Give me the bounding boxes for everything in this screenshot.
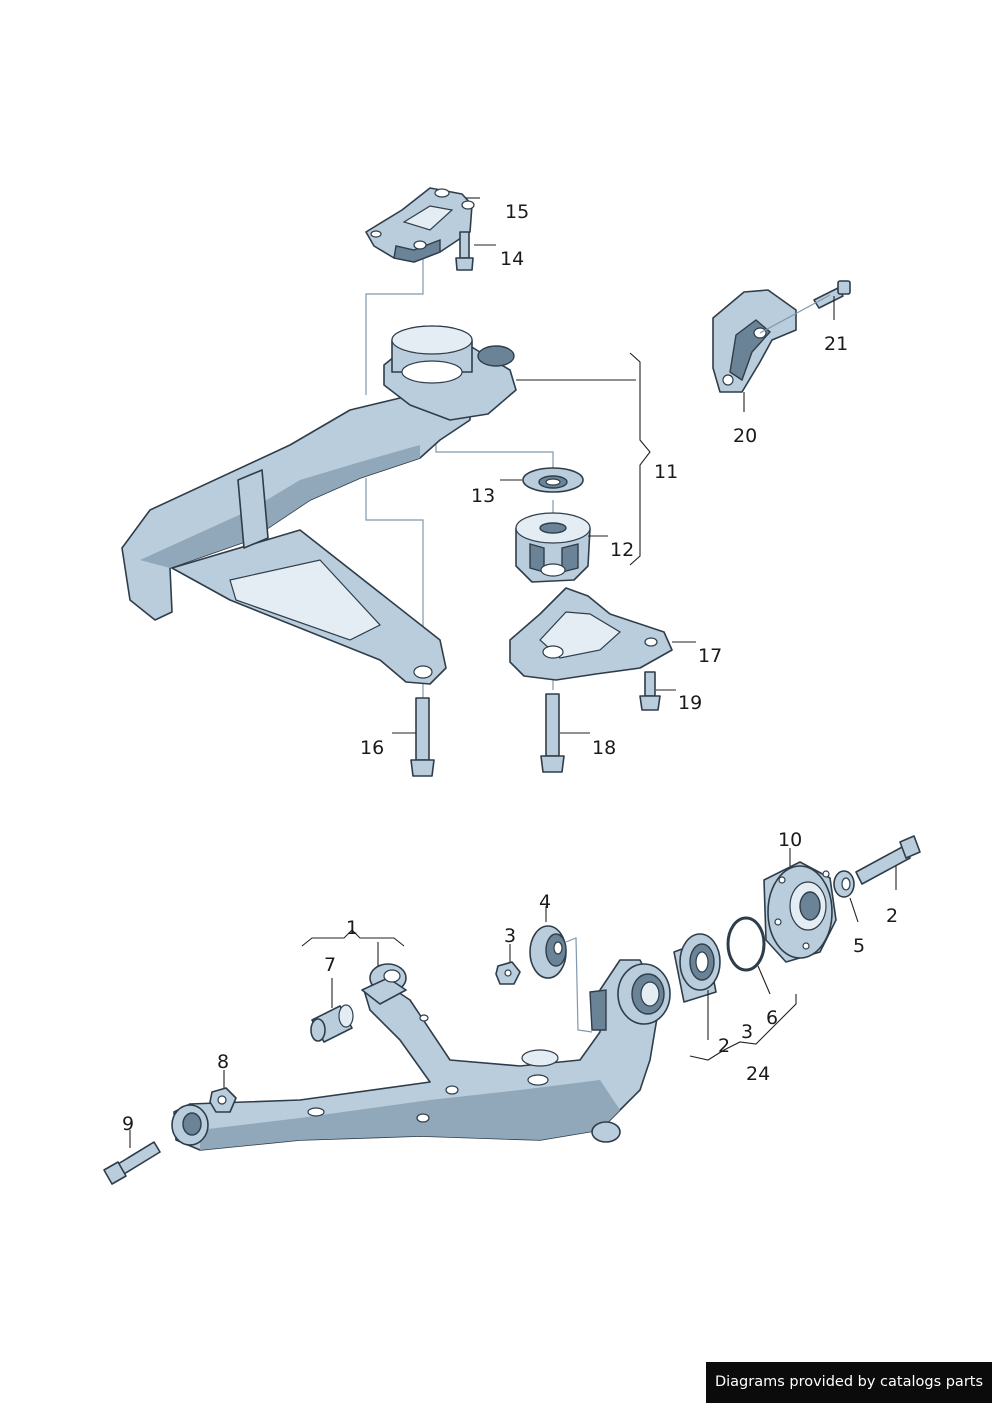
callout-6: 6: [766, 1007, 778, 1029]
arm-bushing-1: [361, 963, 407, 1005]
callout-14: 14: [500, 248, 524, 270]
callout-5: 5: [853, 935, 865, 957]
bolt-14: [455, 231, 474, 271]
callout-3-kit: 3: [741, 1021, 753, 1043]
callout-4: 4: [539, 891, 551, 913]
washer-13: [522, 467, 584, 493]
callout-2-kit: 2: [718, 1035, 730, 1057]
callout-labels: 15 14 21 20 11 13 12 17 19 16 18 10 2 5 …: [122, 201, 898, 1135]
bracket-24-brace: [689, 994, 797, 1061]
lower-control-arm: [173, 959, 661, 1151]
leader-lines-upper: [392, 197, 835, 734]
callout-15: 15: [505, 201, 529, 223]
callout-3-nut: 3: [504, 925, 516, 947]
mount-cup: [383, 325, 517, 421]
nut-3: [495, 961, 521, 985]
bracket-17: [509, 587, 673, 681]
callout-17: 17: [698, 645, 722, 667]
bushing-12: [515, 512, 591, 583]
bracket-1-brace: [301, 929, 405, 947]
callout-1: 1: [346, 917, 358, 939]
bracket-11-brace: [629, 352, 651, 566]
circlip-6: [726, 916, 766, 972]
callout-8: 8: [217, 1051, 229, 1073]
callout-13: 13: [471, 485, 495, 507]
callout-20: 20: [733, 425, 757, 447]
bearing-housing: [589, 963, 671, 1143]
mounting-bracket-top: [365, 187, 475, 263]
callout-21: 21: [824, 333, 848, 355]
callout-2-bolt: 2: [886, 905, 898, 927]
side-bracket-20: [712, 289, 797, 393]
bolt-2: [855, 835, 921, 885]
wheel-bearing-2: [673, 933, 721, 1003]
wheel-hub-10: [763, 861, 837, 963]
bolt-18: [540, 693, 565, 773]
washer-5: [833, 870, 855, 898]
arm-bushing-9: [171, 1104, 209, 1146]
nut-8: [209, 1087, 237, 1113]
bolt-16: [410, 697, 435, 777]
bolt-9: [103, 1141, 161, 1185]
callout-11: 11: [654, 461, 678, 483]
washer-4: [529, 925, 567, 979]
footer-credit: Diagrams provided by catalogs parts: [706, 1362, 992, 1403]
callout-10: 10: [778, 829, 802, 851]
bolt-21: [813, 280, 851, 309]
callout-7: 7: [324, 954, 336, 976]
subframe-arm: [121, 379, 471, 685]
callout-16: 16: [360, 737, 384, 759]
callout-18: 18: [592, 737, 616, 759]
leader-lines-lower: [129, 848, 897, 1148]
bushing-7: [310, 1004, 354, 1043]
callout-24: 24: [746, 1063, 770, 1085]
callout-19: 19: [678, 692, 702, 714]
callout-9: 9: [122, 1113, 134, 1135]
bolt-19: [639, 671, 661, 711]
callout-12: 12: [610, 539, 634, 561]
